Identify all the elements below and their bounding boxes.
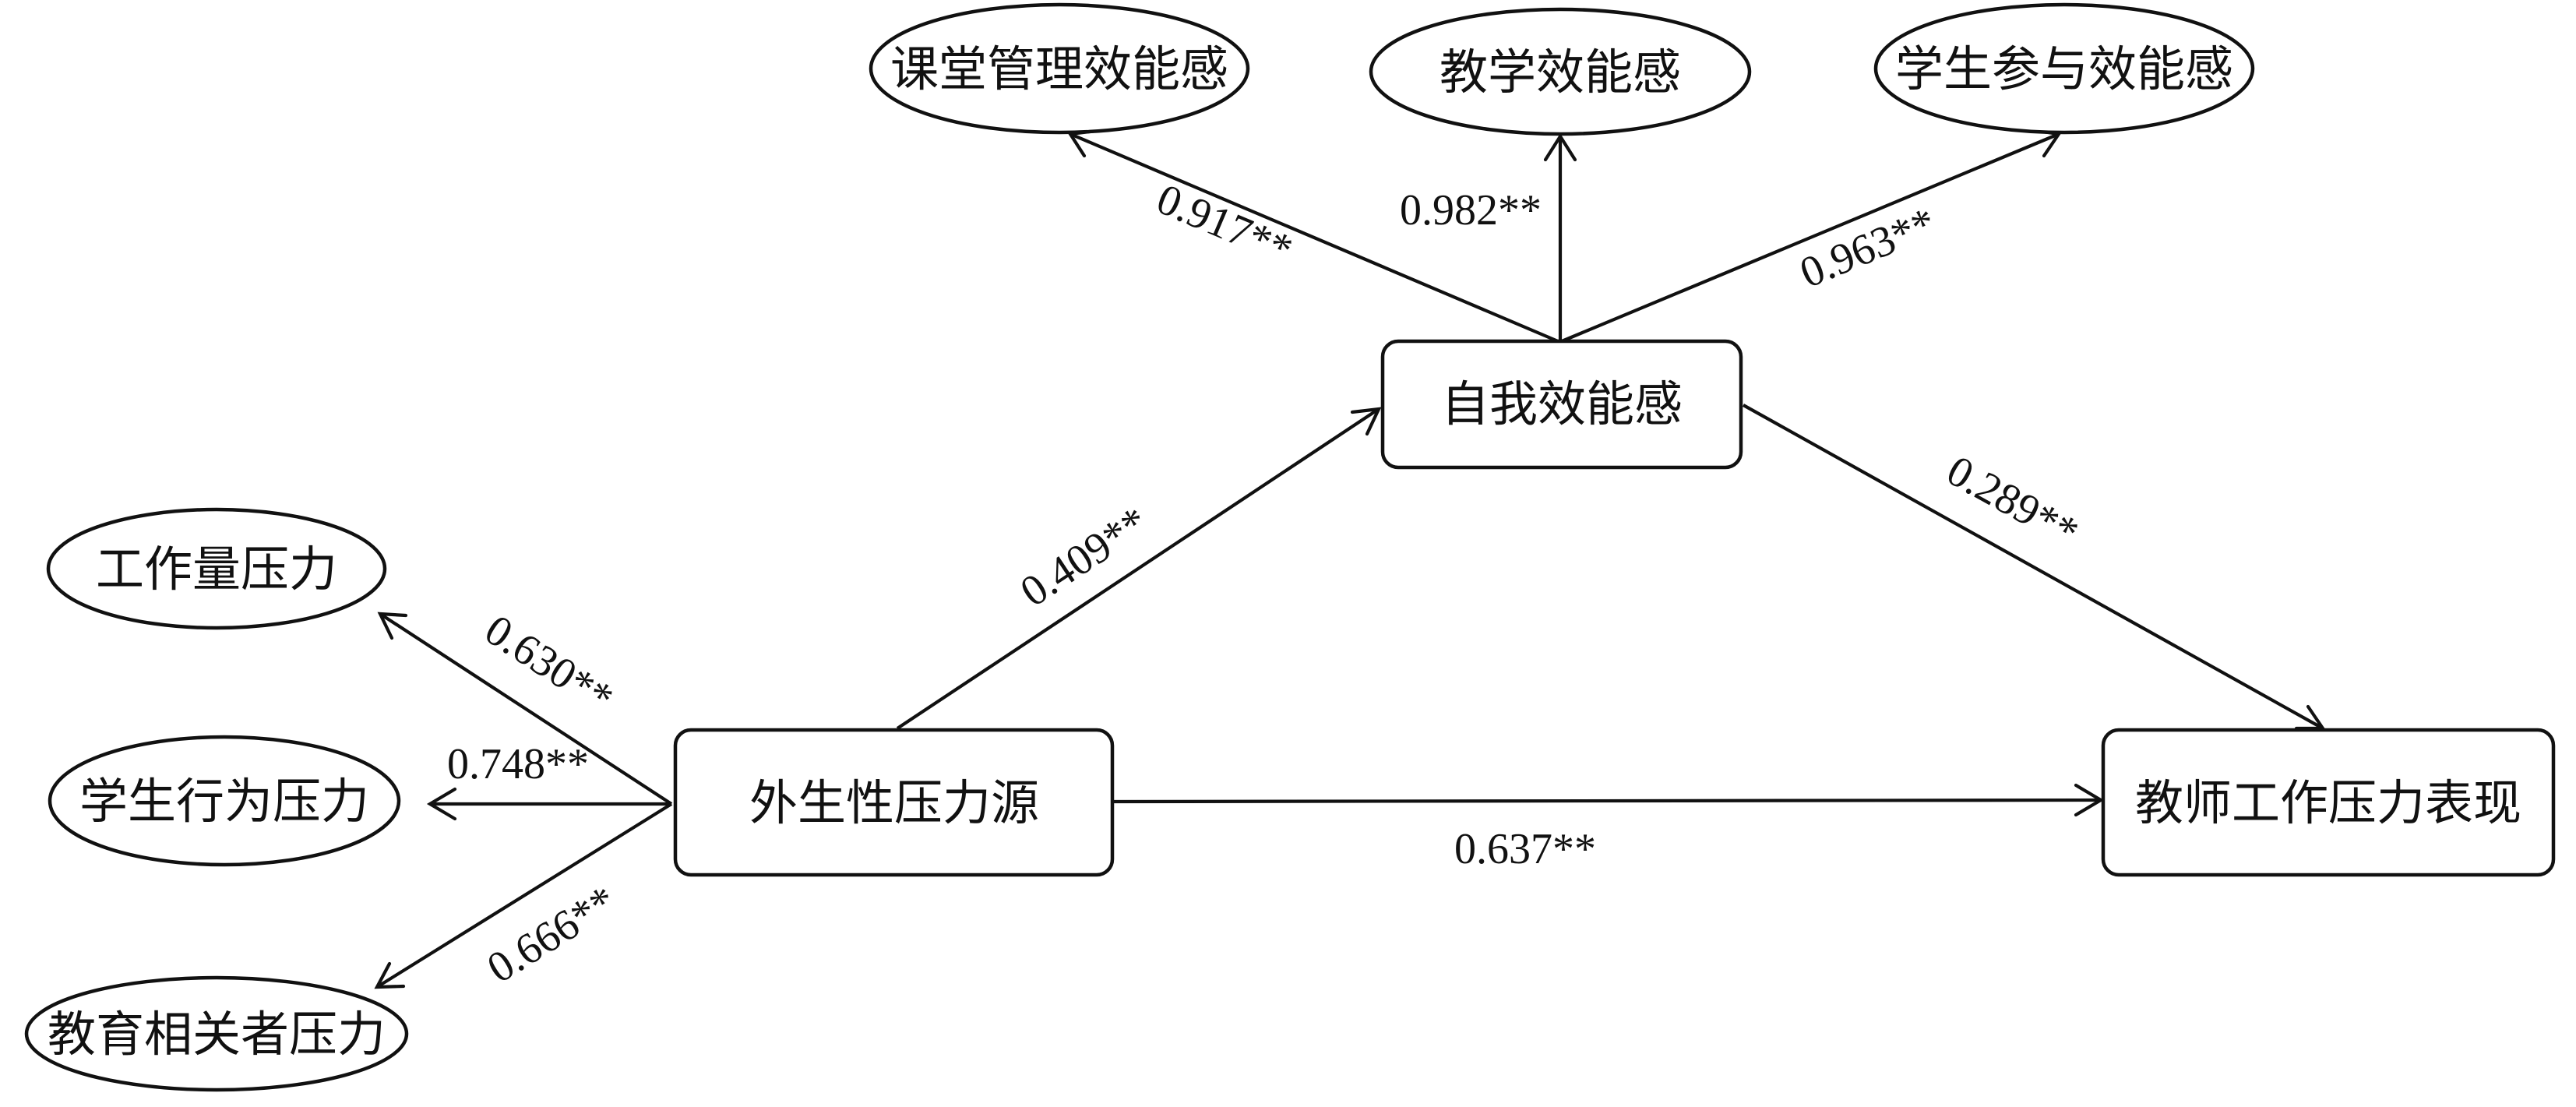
edge-se-to-student-engagement bbox=[1561, 128, 2062, 343]
node-student-engagement-efficacy: 学生参与效能感 bbox=[1873, 2, 2255, 135]
edge-label-se-classroom: 0.917** bbox=[1150, 175, 1299, 274]
edge-label-exo-stakeholder: 0.666** bbox=[479, 876, 625, 992]
node-teacher-stress-label: 教师工作压力表现 bbox=[2135, 774, 2521, 831]
node-stakeholder-stress: 教育相关者压力 bbox=[24, 975, 409, 1092]
node-student-behavior-label: 学生行为压力 bbox=[79, 773, 369, 830]
edge-se-to-teacher-stress bbox=[1742, 404, 2326, 731]
edge-label-exo-se: 0.409** bbox=[1012, 498, 1157, 616]
edge-exogenous-to-se bbox=[896, 407, 1382, 730]
edge-exogenous-to-workload bbox=[377, 612, 673, 806]
edge-label-exo-teacher-stress: 0.637** bbox=[1454, 825, 1596, 873]
edge-label-exo-workload: 0.630** bbox=[477, 605, 622, 723]
edge-exogenous-to-stakeholder bbox=[374, 802, 673, 989]
node-exogenous-label: 外生性压力源 bbox=[749, 774, 1039, 831]
edge-se-to-teaching bbox=[1543, 133, 1577, 341]
node-self-efficacy-label: 自我效能感 bbox=[1441, 375, 1683, 432]
edge-label-se-teacher-stress: 0.289** bbox=[1939, 446, 2086, 557]
node-student-behavior-stress: 学生行为压力 bbox=[48, 735, 401, 867]
node-exogenous-stressors: 外生性压力源 bbox=[673, 728, 1115, 877]
node-teaching-label: 教学效能感 bbox=[1440, 44, 1681, 100]
node-classroom-mgmt-label: 课堂管理效能感 bbox=[890, 41, 1228, 97]
node-stakeholder-label: 教育相关者压力 bbox=[48, 1006, 386, 1063]
node-workload-stress: 工作量压力 bbox=[46, 507, 387, 630]
edge-label-se-teaching: 0.982** bbox=[1400, 186, 1542, 234]
node-workload-label: 工作量压力 bbox=[96, 541, 337, 598]
node-self-efficacy: 自我效能感 bbox=[1380, 339, 1743, 470]
node-teaching-efficacy: 教学效能感 bbox=[1369, 7, 1752, 136]
edge-exogenous-to-teacher-stress bbox=[1112, 783, 2105, 817]
node-student-engagement-label: 学生参与效能感 bbox=[1895, 41, 2233, 97]
node-teacher-stress: 教师工作压力表现 bbox=[2101, 728, 2556, 877]
edge-exogenous-to-student-behavior bbox=[426, 787, 671, 821]
edge-label-exo-student-behavior: 0.748** bbox=[447, 740, 589, 788]
edge-se-to-classroom-mgmt bbox=[1067, 129, 1559, 343]
node-classroom-mgmt-efficacy: 课堂管理效能感 bbox=[869, 2, 1250, 135]
